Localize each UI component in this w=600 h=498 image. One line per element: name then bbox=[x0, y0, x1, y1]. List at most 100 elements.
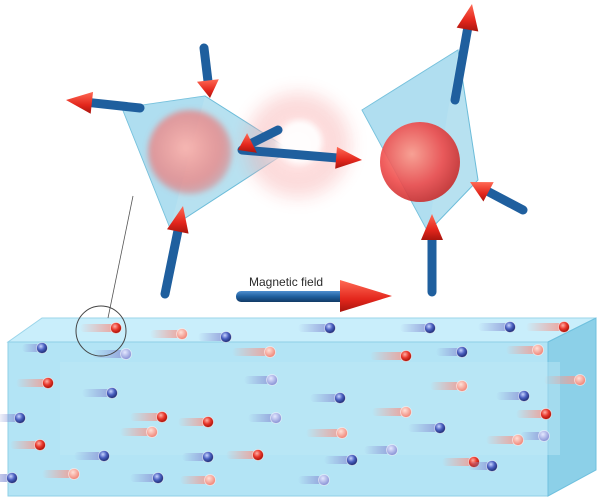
particle-trail bbox=[298, 476, 322, 484]
red-particle bbox=[120, 426, 158, 438]
spin-arrow-head bbox=[470, 182, 494, 202]
particle-trail bbox=[408, 424, 438, 432]
blue-particle bbox=[520, 430, 550, 442]
spin-arrow-head bbox=[421, 214, 443, 240]
blue-particle bbox=[74, 450, 110, 462]
blue-particle bbox=[22, 342, 48, 354]
callout-circle bbox=[75, 305, 127, 357]
particle-trail bbox=[298, 324, 328, 332]
particle-dot bbox=[518, 390, 530, 402]
particle-trail bbox=[442, 458, 472, 466]
magnetic-field-arrow bbox=[236, 280, 392, 312]
callout-line bbox=[107, 195, 134, 319]
spin-arrow-head bbox=[167, 206, 189, 234]
spin-arrow bbox=[421, 214, 443, 297]
particle-dot bbox=[386, 444, 398, 456]
particle-trail bbox=[74, 452, 102, 460]
particle-trail bbox=[198, 333, 224, 341]
blue-particle bbox=[244, 374, 278, 386]
particle-trail bbox=[130, 413, 160, 421]
particle-trail bbox=[22, 344, 40, 352]
particle-dot bbox=[558, 321, 570, 333]
spin-arrow bbox=[66, 91, 145, 114]
spin-arrow-shaft bbox=[237, 145, 341, 163]
particle-dot bbox=[14, 412, 26, 424]
red-particle bbox=[516, 408, 552, 420]
particle-trail bbox=[430, 382, 460, 390]
particle-trail bbox=[82, 389, 110, 397]
particle-dot bbox=[146, 426, 158, 438]
blue-particle bbox=[310, 392, 346, 404]
particle-trail bbox=[324, 456, 350, 464]
particle-trail bbox=[372, 408, 404, 416]
particle-dot bbox=[42, 377, 54, 389]
particle-trail bbox=[506, 346, 536, 354]
red-particle bbox=[226, 449, 264, 461]
particle-dot bbox=[220, 331, 232, 343]
particle-dot bbox=[400, 406, 412, 418]
particle-dot bbox=[98, 450, 110, 462]
particle-trail bbox=[10, 441, 38, 449]
particle-dot bbox=[156, 411, 168, 423]
blue-particle bbox=[324, 454, 358, 466]
particle-dot bbox=[204, 474, 216, 486]
magnetic-field-label: Magnetic field bbox=[249, 275, 324, 289]
spin-arrow bbox=[237, 145, 362, 169]
red-particle bbox=[42, 468, 80, 480]
blue-particle bbox=[400, 322, 436, 334]
particle-trail bbox=[526, 323, 562, 331]
particle-dot bbox=[152, 472, 164, 484]
blue-particle bbox=[436, 346, 468, 358]
blue-particle bbox=[248, 412, 282, 424]
particle-trail bbox=[436, 348, 460, 356]
blue-particle bbox=[82, 387, 118, 399]
spin-arrow-shaft bbox=[450, 25, 472, 105]
particle-dot bbox=[400, 350, 412, 362]
particle-trail bbox=[92, 350, 124, 358]
particle-dot bbox=[34, 439, 46, 451]
particle-layer bbox=[0, 321, 586, 486]
particle-trail bbox=[468, 462, 490, 470]
particle-trail bbox=[120, 428, 150, 436]
spin-arrow-shaft bbox=[199, 43, 213, 85]
particle-dot bbox=[486, 460, 498, 472]
red-particle bbox=[430, 380, 468, 392]
spin-arrow-shaft bbox=[160, 226, 183, 299]
crystal-inner-face bbox=[60, 362, 560, 455]
particle-trail bbox=[520, 432, 542, 440]
particle-trail bbox=[370, 352, 404, 360]
particle-trail bbox=[400, 324, 428, 332]
spin-arrow-head bbox=[335, 146, 362, 169]
particle-dot bbox=[456, 346, 468, 358]
particle-trail bbox=[248, 414, 274, 422]
field-arrow-shaft bbox=[236, 291, 346, 302]
spin-arrow-shaft bbox=[247, 125, 283, 148]
spin-arrow-shaft bbox=[87, 98, 145, 113]
red-particle bbox=[178, 416, 214, 428]
spin-arrow bbox=[450, 4, 479, 105]
blue-particle bbox=[298, 322, 336, 334]
particle-dot bbox=[68, 468, 80, 480]
spin-arrow bbox=[196, 43, 219, 98]
spin-arrows bbox=[66, 4, 528, 299]
red-particle bbox=[150, 328, 188, 340]
particle-trail bbox=[16, 379, 46, 387]
particle-dot bbox=[540, 408, 552, 420]
particle-trail bbox=[244, 376, 270, 384]
particle-trail bbox=[544, 376, 578, 384]
particle-trail bbox=[150, 330, 180, 338]
particle-trail bbox=[80, 324, 114, 332]
field-arrow-head bbox=[340, 280, 392, 312]
blue-particle bbox=[408, 422, 446, 434]
particle-trail bbox=[180, 476, 208, 484]
red-particle bbox=[372, 406, 412, 418]
particle-trail bbox=[496, 392, 522, 400]
particle-trail bbox=[182, 453, 206, 461]
particle-trail bbox=[42, 470, 72, 478]
particle-trail bbox=[516, 410, 544, 418]
particle-dot bbox=[110, 322, 122, 334]
blue-particle bbox=[0, 472, 18, 484]
red-particle bbox=[232, 346, 276, 358]
particle-trail bbox=[130, 474, 156, 482]
particle-trail bbox=[310, 394, 338, 402]
